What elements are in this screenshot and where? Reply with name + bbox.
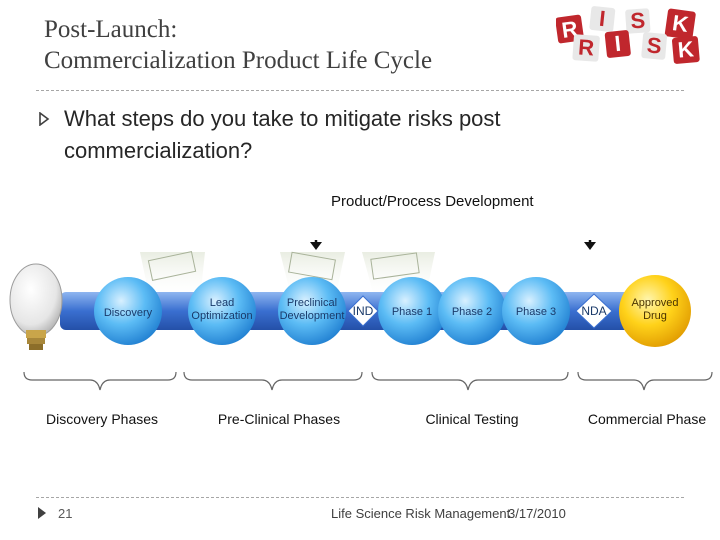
- bullet-arrow-icon: [38, 112, 50, 126]
- slide-number: 21: [58, 506, 72, 521]
- top-label: Product/Process Development: [331, 193, 534, 210]
- bullet-text: What steps do you take to mitigate risks…: [64, 103, 624, 167]
- footer-text: Life Science Risk Management: [331, 506, 510, 521]
- stage-phase-1: Phase 1: [378, 277, 446, 345]
- stage-label: Phase 2: [452, 306, 492, 318]
- phase-label-preclinical: Pre-Clinical Phases: [218, 411, 340, 427]
- slide-title: Post-Launch: Commercialization Product L…: [44, 14, 432, 76]
- footer-arrow-icon: [36, 506, 48, 520]
- stage-discovery: Discovery: [94, 277, 162, 345]
- logo-letter: S: [646, 32, 663, 58]
- risk-logo: R I S K R I S K: [556, 6, 706, 76]
- logo-letter: R: [577, 34, 595, 60]
- logo-letter: S: [630, 8, 646, 34]
- stage-label: Phase 3: [516, 306, 556, 318]
- footer-date: 3/17/2010: [508, 506, 566, 521]
- phase-braces: [24, 372, 712, 390]
- logo-letter: K: [677, 36, 695, 62]
- lightbulb-icon: [10, 264, 62, 350]
- development-bracket: [310, 240, 596, 250]
- footer-divider: [36, 497, 684, 498]
- phase-label-clinical: Clinical Testing: [425, 411, 518, 427]
- title-line-1: Post-Launch:: [44, 14, 432, 45]
- phase-label-commercial: Commercial Phase: [588, 411, 706, 427]
- stage-phase-3: Phase 3: [502, 277, 570, 345]
- stage-label: Phase 1: [392, 306, 432, 318]
- gate-label: IND: [353, 304, 374, 318]
- title-line-2: Commercialization Product Life Cycle: [44, 45, 432, 76]
- phase-label-discovery: Discovery Phases: [46, 411, 158, 427]
- title-divider: [36, 90, 684, 91]
- stage-phase-2: Phase 2: [438, 277, 506, 345]
- gate-label: NDA: [581, 304, 606, 318]
- stage-label: Discovery: [104, 307, 153, 319]
